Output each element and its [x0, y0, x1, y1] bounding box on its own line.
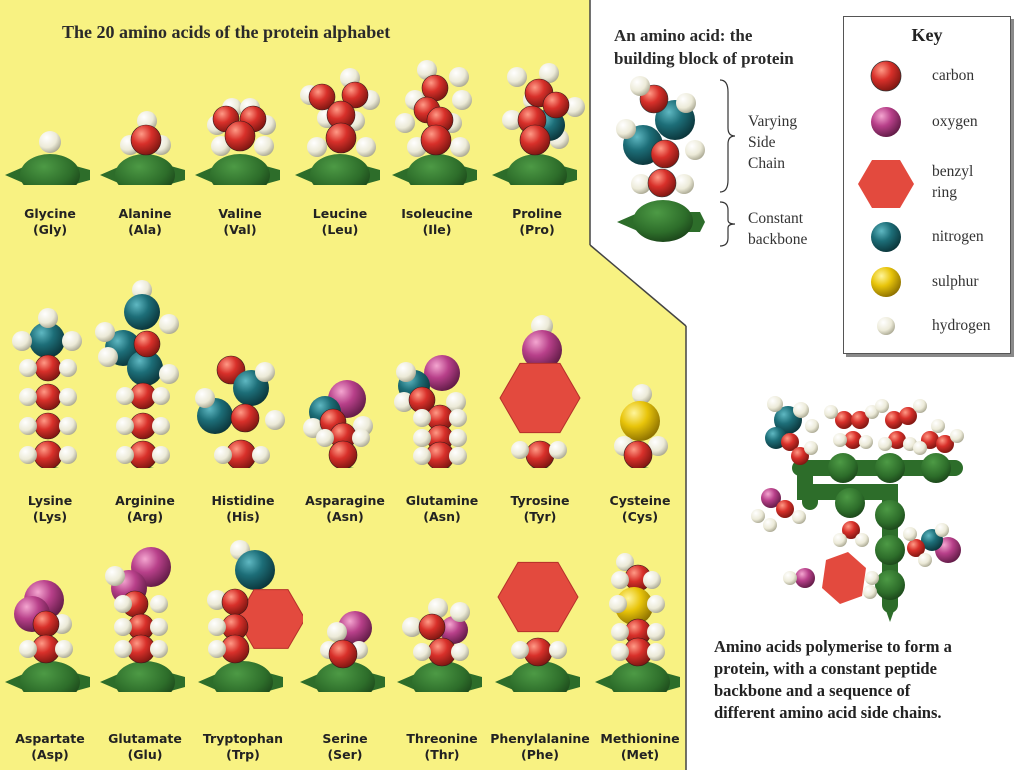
polymer-caption: Amino acids polymerise to form a protein… — [714, 636, 1014, 724]
caption-line4: different amino acid side chains. — [714, 702, 1014, 724]
caption-line1: Amino acids polymerise to form a — [714, 636, 1014, 658]
caption-line3: backbone and a sequence of — [714, 680, 1014, 702]
caption-line2: protein, with a constant peptide — [714, 658, 1014, 680]
